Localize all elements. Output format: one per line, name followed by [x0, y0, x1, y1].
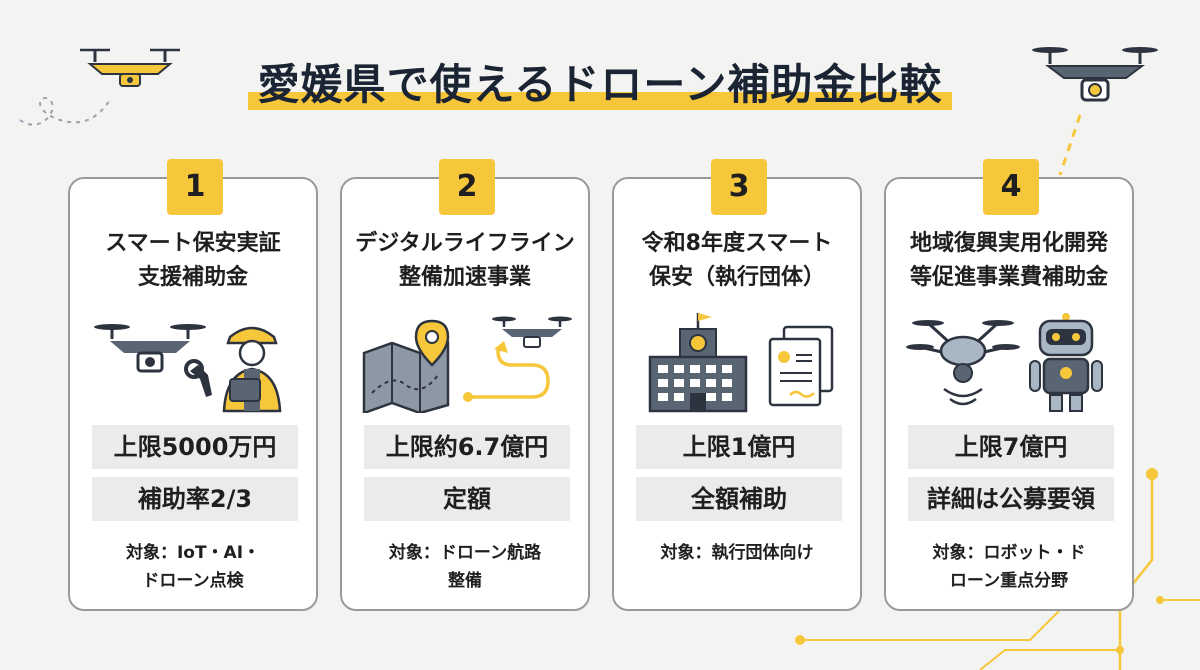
subsidy-limit: 上限5000万円 — [92, 425, 298, 469]
tablet-icon — [229, 378, 261, 402]
drone-icon — [80, 48, 180, 87]
subsidy-limit: 上限7億円 — [908, 425, 1114, 469]
wrench-icon — [184, 359, 212, 397]
subsidy-target: 対象：ロボット・ド ローン重点分野 — [932, 543, 1086, 591]
inspection-illustration — [94, 324, 282, 413]
document-icon — [768, 325, 834, 407]
subsidy-target: 対象：執行団体向け — [660, 543, 814, 563]
drone-icon — [906, 320, 1020, 406]
drone-icon — [1032, 47, 1158, 102]
card-number-badge: 2 — [439, 159, 495, 215]
subsidy-name: 令和8年度スマート 保安（執行団体） — [641, 231, 833, 290]
subsidy-target: 対象：ドローン航路 整備 — [388, 543, 542, 591]
drone-icon — [492, 316, 572, 348]
card-number-badge: 4 — [983, 159, 1039, 215]
drone-icon — [94, 324, 206, 373]
subsidy-card-2: 2 デジタルライフライン 整備加速事業 上限約6.7億円 定額 — [340, 159, 590, 611]
page-title: 愛媛県で使えるドローン補助金比較 — [247, 50, 953, 120]
title-area: 愛媛県で使えるドローン補助金比較 — [0, 50, 1200, 120]
subsidy-name: デジタルライフライン 整備加速事業 — [355, 231, 575, 290]
subsidy-rate: 補助率2/3 — [92, 477, 298, 521]
location-pin-icon — [414, 319, 450, 367]
card-number-badge: 1 — [167, 159, 223, 215]
route-arrow-icon — [463, 341, 550, 402]
card-number-badge: 3 — [711, 159, 767, 215]
subsidy-name: 地域復興実用化開発 等促進事業費補助金 — [909, 231, 1108, 290]
subsidy-name: スマート保安実証 支援補助金 — [105, 231, 281, 290]
subsidy-target: 対象：IoT・AI・ ドローン点検 — [125, 543, 261, 591]
subsidy-card-3: 3 令和8年度スマート 保安（執行団体） — [612, 159, 862, 611]
subsidy-limit: 上限1億円 — [636, 425, 842, 469]
subsidy-rate: 全額補助 — [636, 477, 842, 521]
organization-illustration — [648, 313, 834, 413]
robot-icon — [1029, 313, 1103, 412]
subsidy-card-1: 1 スマート保安実証 支援補助金 上限5000万円 補助率2/3 — [68, 159, 318, 611]
route-illustration — [362, 316, 572, 413]
subsidy-rate: 詳細は公募要領 — [908, 477, 1114, 521]
robotics-illustration — [906, 313, 1103, 412]
subsidy-rate: 定額 — [364, 477, 570, 521]
subsidy-card-4: 4 地域復興実用化開発 等促進事業費補助金 — [884, 159, 1134, 611]
subsidy-limit: 上限約6.7億円 — [364, 425, 570, 469]
government-building-icon — [648, 313, 748, 413]
